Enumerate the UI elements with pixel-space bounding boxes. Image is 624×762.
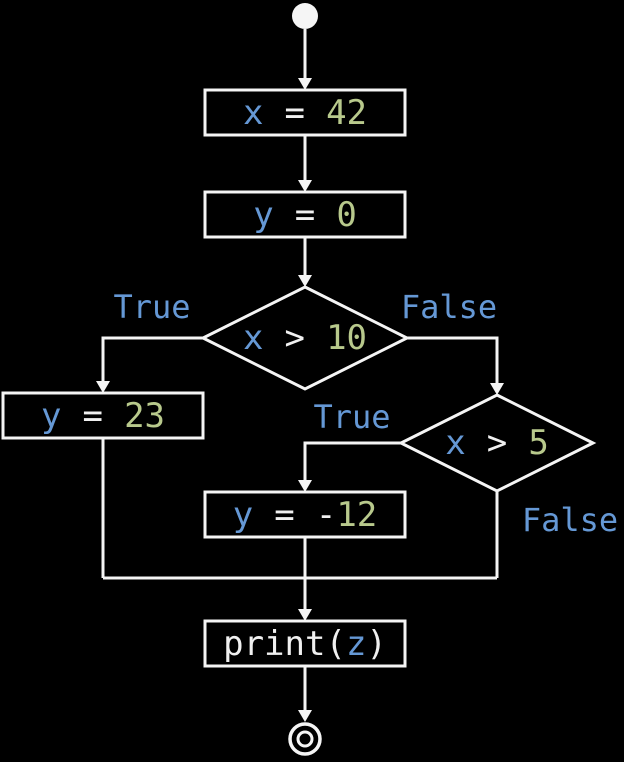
process-box-assign-y23: [1, 391, 205, 440]
arrowhead-icon: [298, 609, 312, 621]
arrowhead-icon: [96, 381, 110, 393]
token-number: 23: [124, 395, 166, 436]
branch-label-cond2-false: False: [521, 501, 619, 539]
token-paren-close: ): [366, 623, 387, 664]
process-box-assign-y0: [203, 190, 407, 239]
arrowhead-icon: [298, 180, 312, 192]
token-operator: =: [82, 395, 103, 436]
token-operator: =: [274, 494, 295, 535]
token-minus: -: [315, 494, 337, 535]
token-variable: y: [253, 194, 274, 235]
branch-label-cond1-true: True: [113, 288, 191, 326]
process-box-assign-yneg12: [203, 490, 407, 539]
arrowhead-icon: [298, 710, 312, 722]
token-operator: =: [284, 92, 305, 133]
process-box-assign-x: [203, 88, 407, 137]
token-negative-number: - 12: [316, 498, 377, 532]
connector-cond1-false-branch: [407, 336, 499, 383]
label-cond-x-gt-10: x > 10: [203, 287, 407, 389]
arrowhead-icon: [490, 383, 504, 395]
token-number: 5: [528, 423, 549, 463]
connector-cond2-true-branch: [303, 441, 401, 480]
decision-diamond-x-gt-10: [199, 285, 411, 391]
token-variable: y: [232, 494, 254, 535]
token-variable: x: [445, 423, 466, 463]
token-function: print: [223, 623, 326, 664]
branch-label-cond2-true: True: [313, 398, 391, 436]
token-variable: y: [40, 395, 62, 436]
connector-cond1-true-branch: [101, 336, 203, 381]
token-number: 42: [326, 92, 368, 133]
start-node: [292, 3, 318, 29]
label-print-z: print ( z ): [205, 621, 405, 666]
token-operator: >: [486, 423, 508, 463]
token-paren-open: (: [325, 623, 346, 664]
token-operator: =: [294, 194, 316, 235]
token-operator: >: [284, 318, 305, 358]
label-assign-yneg12: y = - 12: [205, 492, 405, 537]
token-argument: z: [345, 623, 367, 664]
decision-diamond-x-gt-5: [397, 393, 597, 493]
token-number: 10: [326, 318, 368, 358]
label-cond-x-gt-5: x > 5: [401, 395, 593, 491]
arrowhead-icon: [298, 480, 312, 492]
label-assign-x: x = 42: [205, 90, 405, 135]
process-box-print-z: [203, 619, 407, 668]
branch-label-cond1-false: False: [400, 288, 498, 326]
token-variable: x: [242, 318, 264, 358]
end-node-inner-ring: [296, 730, 314, 748]
label-assign-y23: y = 23: [3, 393, 203, 438]
arrowhead-icon: [298, 275, 312, 287]
label-assign-y0: y = 0: [205, 192, 405, 237]
token-variable: x: [242, 92, 264, 133]
token-number: 12: [336, 494, 378, 535]
arrowhead-icon: [298, 78, 312, 90]
token-call-expression: print ( z ): [223, 627, 387, 661]
token-number: 0: [336, 194, 357, 235]
